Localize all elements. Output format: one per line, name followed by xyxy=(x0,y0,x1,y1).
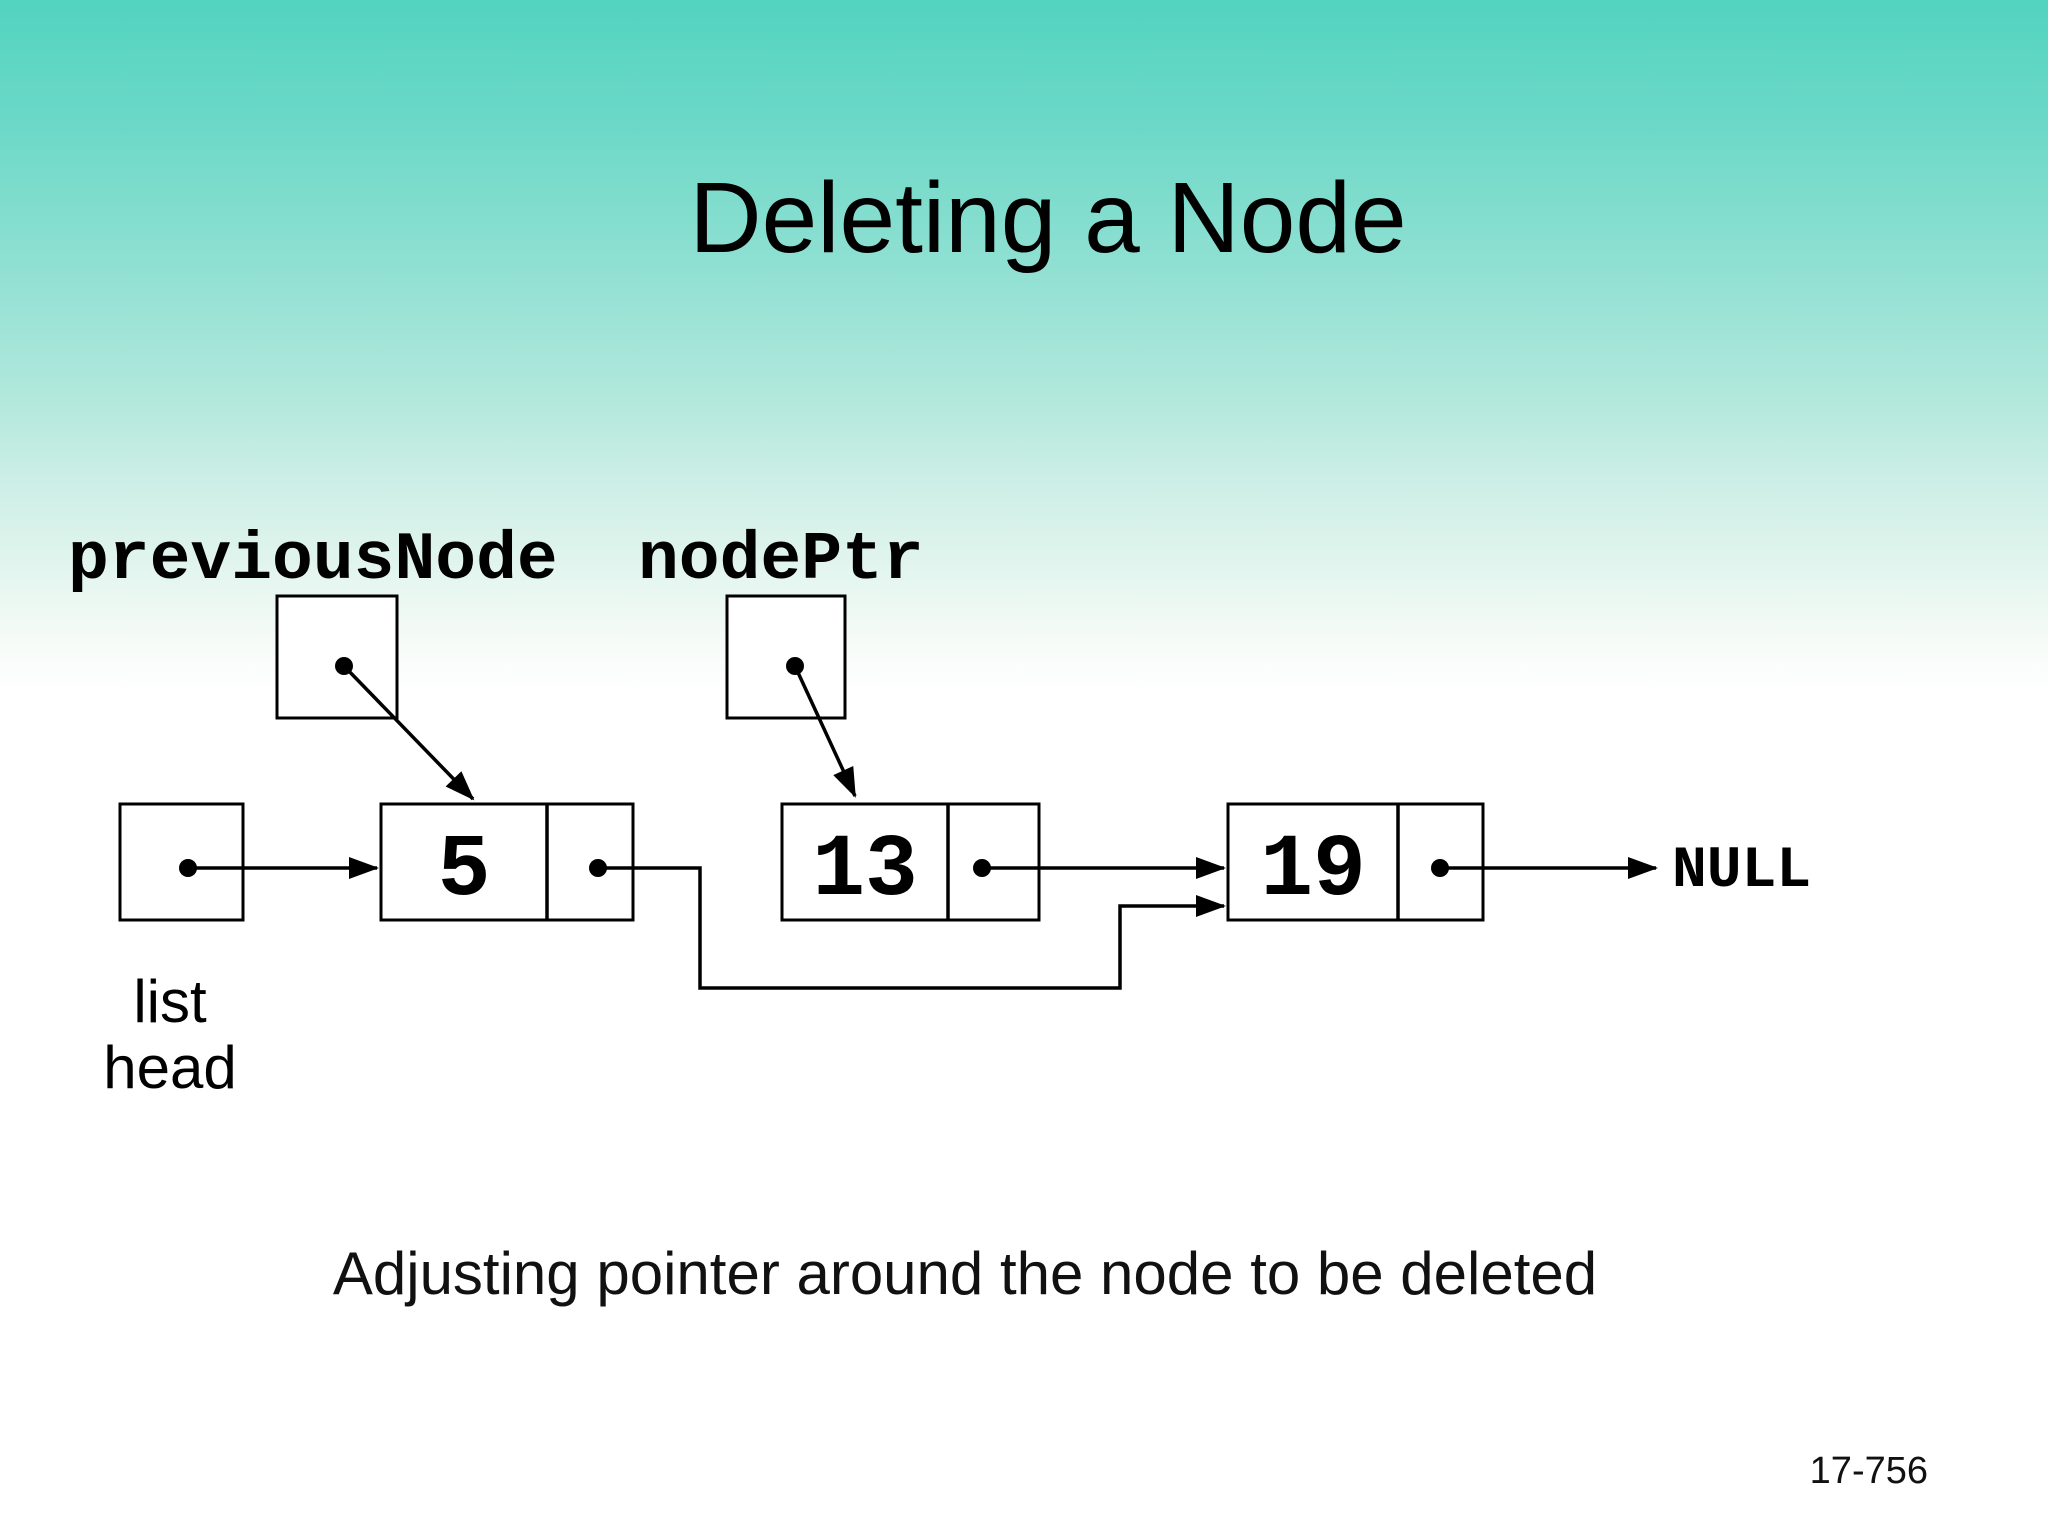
null-label: NULL xyxy=(1672,839,1811,904)
node-13-value: 13 xyxy=(812,822,918,921)
nodeptr-arrow xyxy=(793,665,857,798)
nodeptr-label: nodePtr xyxy=(638,522,924,599)
page-number: 17-756 xyxy=(1809,1450,1928,1492)
previousnode-label: previousNode xyxy=(68,522,558,599)
node-19-value: 19 xyxy=(1260,822,1366,921)
caption: Adjusting pointer around the node to be … xyxy=(332,1240,1598,1307)
nodeptr-pointer-box xyxy=(725,594,847,720)
previousnode-arrow xyxy=(342,664,475,801)
bypass-arrow xyxy=(598,866,1226,990)
node-5-value: 5 xyxy=(438,822,491,921)
list-head-label-line1: list xyxy=(133,968,207,1035)
node-13-box xyxy=(780,802,1041,922)
list-head-label-line2: head xyxy=(103,1034,236,1101)
node-5-box xyxy=(379,802,635,922)
page-title: Deleting a Node xyxy=(689,162,1407,274)
